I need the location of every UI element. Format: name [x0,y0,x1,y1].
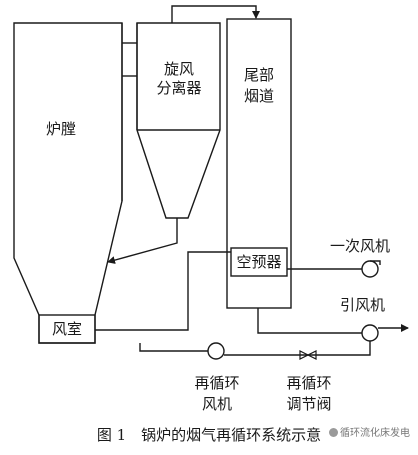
watermark-text: 循环流化床发电 [340,428,410,439]
recirculation-fan-label-line2: 风机 [201,395,232,413]
tail-flue-label-line1: 尾部 [243,66,274,84]
wind-box-label: 风室 [51,320,82,338]
separator-label-line2: 分离器 [156,79,202,97]
cyclone-separator [136,22,221,219]
separator-outlet-duct [171,5,260,23]
induced-fan [361,324,379,342]
recirculation-line [224,341,371,356]
primary-air-line [95,251,231,331]
wind-box [38,314,96,344]
separator-label-line1: 旋风 [163,60,194,78]
recirculation-valve-label-line2: 调节阀 [286,395,332,413]
air-preheater-box [230,247,288,277]
furnace-label: 炉膛 [46,120,77,138]
watermark-logo-icon [329,428,338,437]
watermark: 循环流化床发电 [329,424,410,439]
primary-fan-outlet [370,260,381,265]
recirculation-fan [207,342,225,360]
recirculation-valve-label-line1: 再循环 [286,374,332,392]
primary-fan-label: 一次风机 [330,237,391,255]
primary-fan [361,260,379,278]
tail-flue [226,18,292,309]
air-preheater-label: 空预器 [236,253,282,271]
induced-fan-label: 引风机 [340,296,386,314]
tail-flue-label-line2: 烟道 [243,87,274,105]
recirculation-fan-label-line1: 再循环 [194,374,240,392]
recirculation-valve [299,350,317,360]
recirculation-to-wind-box [139,343,208,352]
furnace-shell [13,22,123,344]
figure-caption: 图 1 锅炉的烟气再循环系统示意 [96,426,322,444]
loop-seal-return [107,218,178,264]
tail-flue-outlet [257,308,362,334]
